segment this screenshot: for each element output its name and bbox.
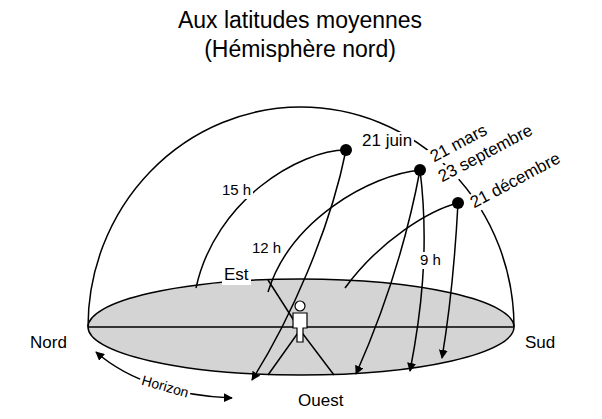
horizon-label: Horizon (138, 372, 192, 401)
date-label: 21 juin (360, 132, 414, 151)
diagram-title: Aux latitudes moyennes (Hémisphère nord) (160, 6, 440, 64)
june-sun (340, 144, 352, 156)
day-length-label: 9 h (418, 252, 443, 269)
day-length-label: 12 h (250, 240, 283, 257)
june-sun-path (196, 150, 346, 380)
day-length-label: 15 h (220, 182, 253, 199)
equinox-sun (414, 164, 426, 176)
direction-label: Ouest (296, 392, 345, 411)
equinox-sun-path (268, 170, 420, 374)
direction-label: Est (222, 266, 251, 285)
december-sun-path (345, 203, 458, 358)
direction-label: Nord (28, 334, 69, 353)
direction-label: Sud (523, 334, 557, 353)
observer-figure (293, 301, 307, 342)
december-sun (452, 197, 464, 209)
equinox-descent (410, 170, 424, 371)
